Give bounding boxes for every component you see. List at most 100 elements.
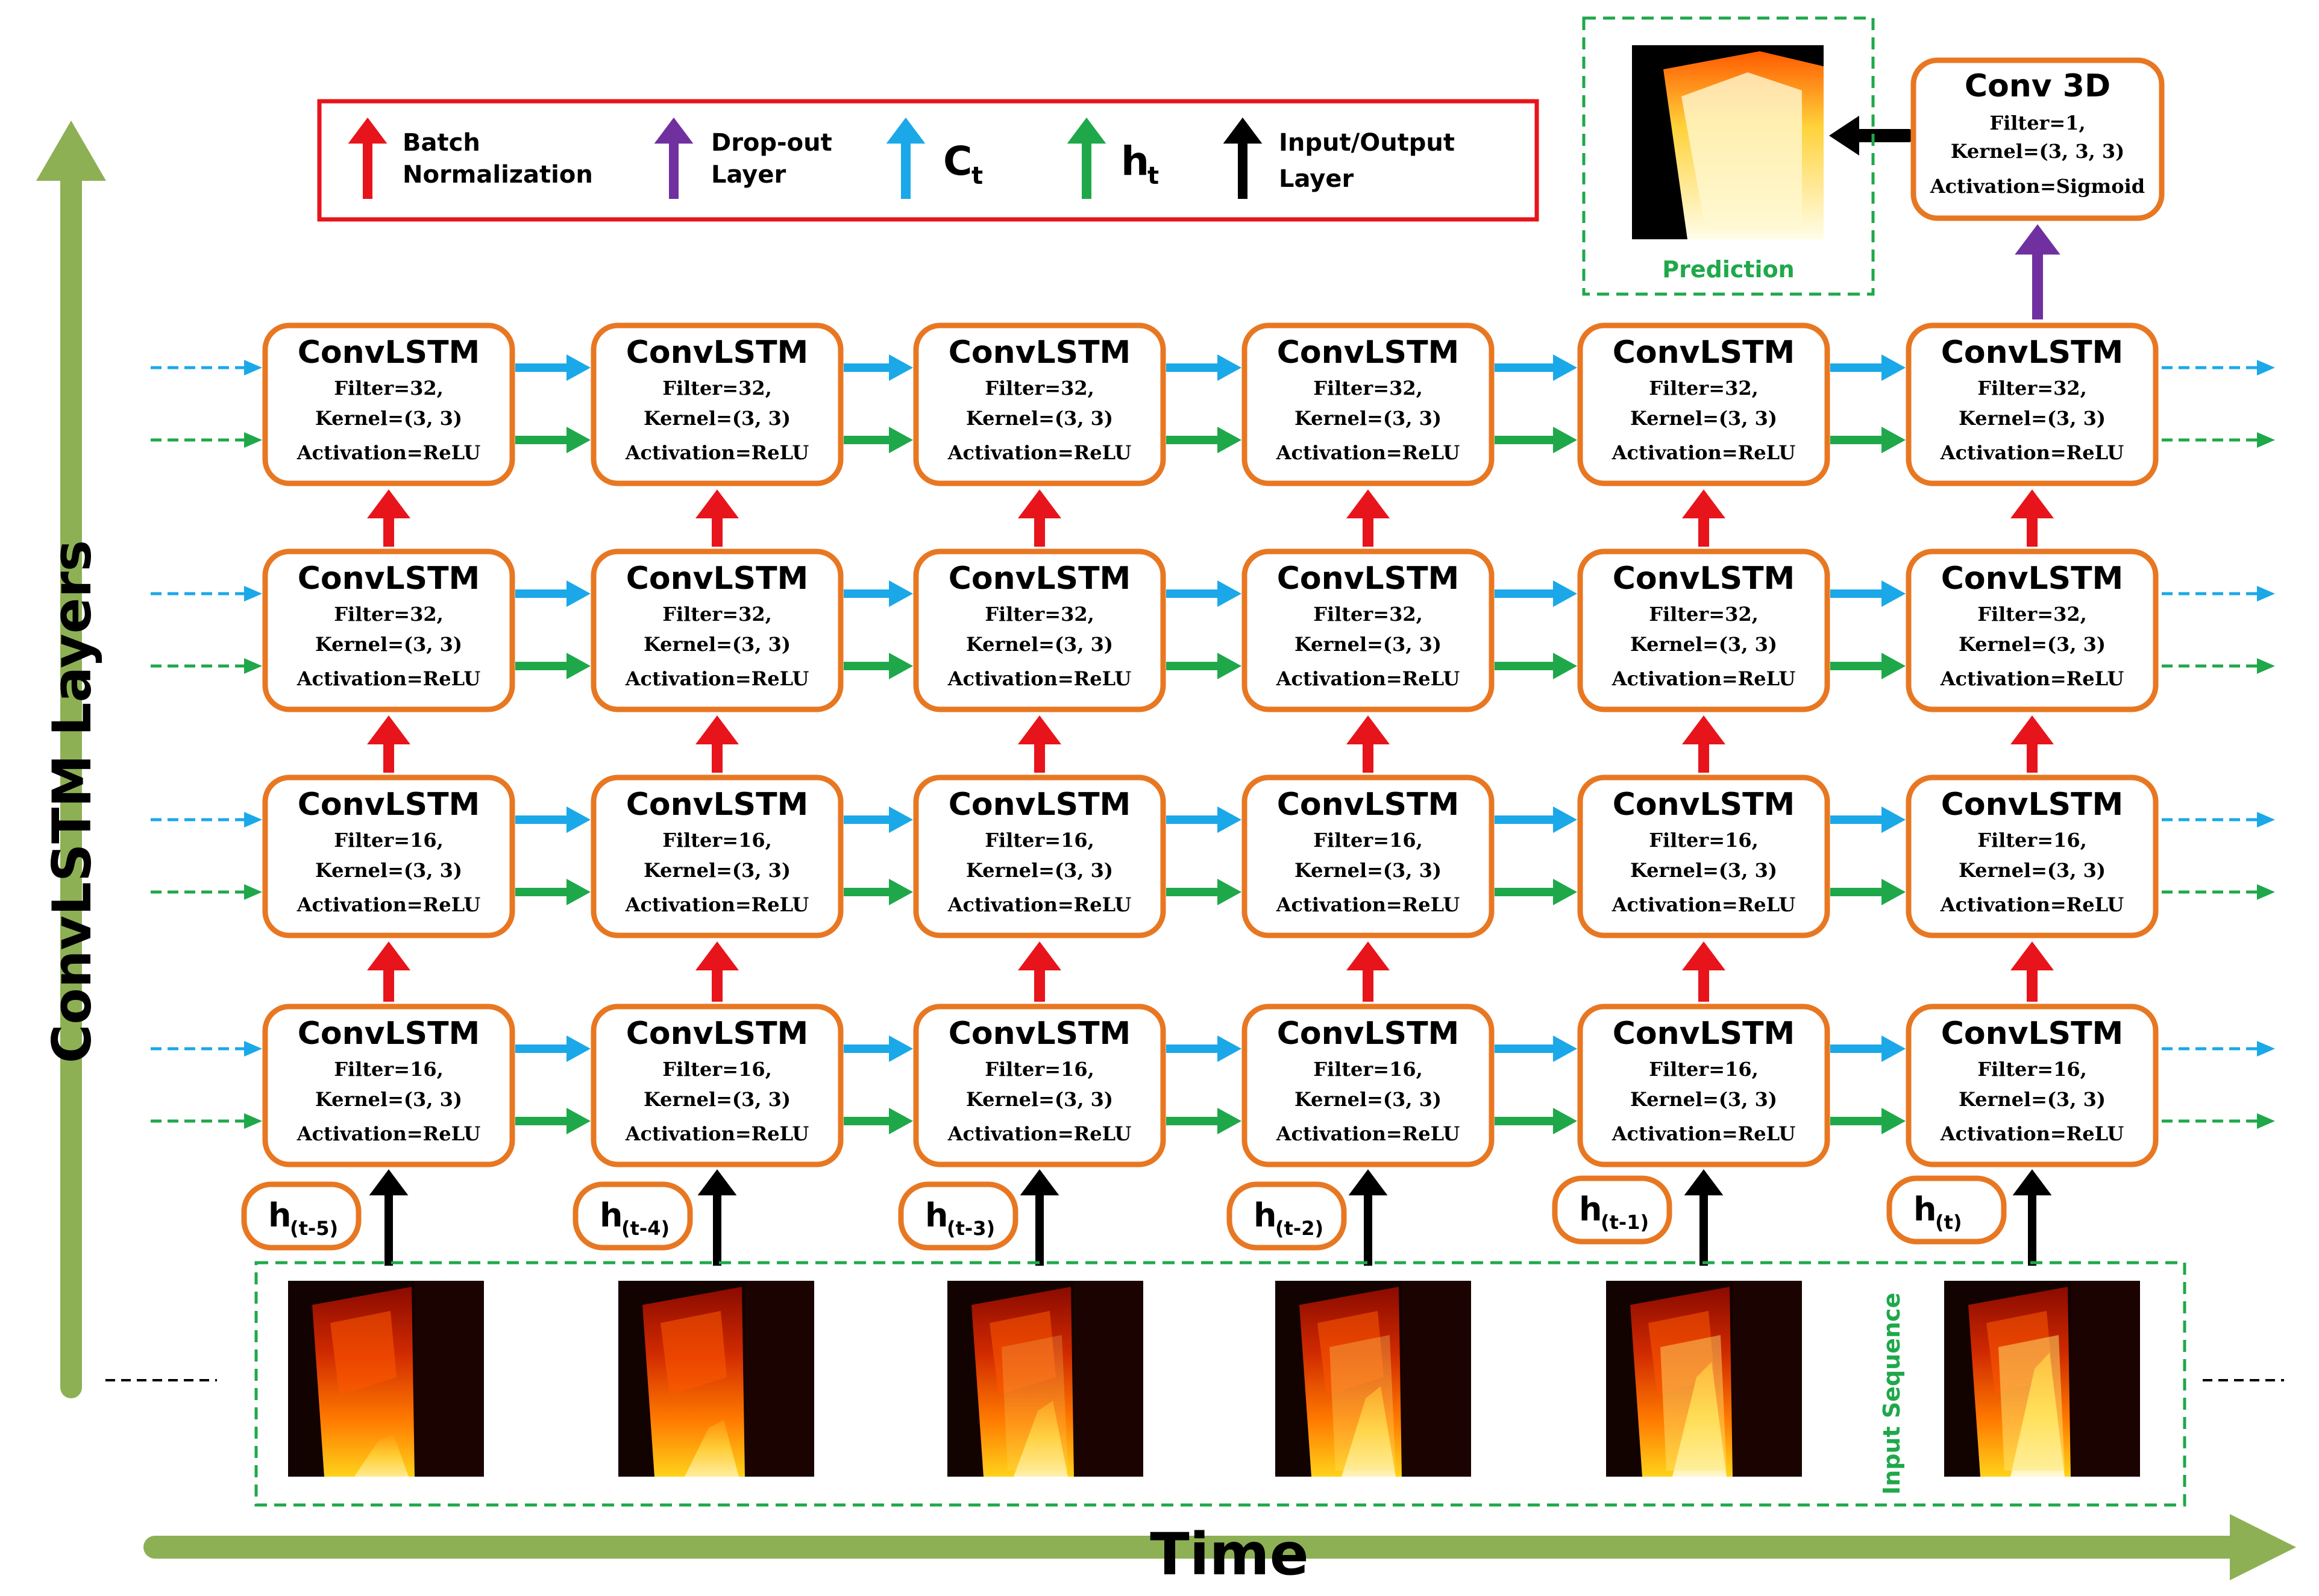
cell-filter: Filter=16, [1313, 829, 1423, 852]
cell-title: ConvLSTM [1613, 787, 1795, 823]
cell-title: ConvLSTM [1277, 1016, 1460, 1052]
batch-norm-arrow-layer0-step5 [2010, 941, 2054, 1002]
cell-kernel: Kernel=(3, 3) [1294, 859, 1442, 882]
cell-title: ConvLSTM [1277, 561, 1460, 597]
cell-filter: Filter=32, [1649, 377, 1759, 400]
h-arrow-layer3-step0 [515, 427, 591, 453]
legend-dropout-line2: Layer [711, 161, 786, 189]
timestep-subscript: (t-2) [1275, 1217, 1323, 1240]
cell-kernel: Kernel=(3, 3) [966, 1088, 1113, 1111]
timestep-label-2: h(t-3) [898, 1181, 1018, 1251]
conv3d-box [1910, 57, 2165, 221]
cell-kernel: Kernel=(3, 3) [1959, 633, 2106, 656]
cell-activation: Activation=ReLU [1611, 893, 1796, 916]
cell-activation: Activation=ReLU [1276, 667, 1460, 690]
c-arrow-layer3-step0 [515, 354, 591, 381]
cell-filter: Filter=32, [662, 603, 772, 626]
c-in-dashed-arrow-layer1 [151, 812, 262, 828]
batch-norm-arrow-layer0-step4 [1682, 941, 1725, 1002]
timestep-subscript: (t-4) [621, 1217, 670, 1240]
timestep-label-3: h(t-2) [1226, 1181, 1347, 1251]
cell-filter: Filter=16, [334, 1058, 444, 1081]
cell-kernel: Kernel=(3, 3) [1959, 1088, 2106, 1111]
timestep-subscript: (t) [1935, 1211, 1962, 1234]
cell-activation: Activation=ReLU [625, 1122, 809, 1145]
conv3d-kernel: Kernel=(3, 3, 3) [1951, 140, 2125, 163]
cell-filter: Filter=16, [1977, 829, 2087, 852]
timestep-h: h [925, 1196, 948, 1234]
cell-filter: Filter=32, [334, 603, 444, 626]
prediction-image [1632, 45, 1824, 239]
cell-filter: Filter=32, [334, 377, 444, 400]
h-arrow-layer2-step0 [515, 653, 591, 679]
h-in-dashed-arrow-layer0 [151, 1113, 262, 1129]
cell-activation: Activation=ReLU [1611, 1122, 1796, 1145]
cell-activation: Activation=ReLU [1611, 667, 1796, 690]
h-arrow-layer1-step2 [1166, 879, 1241, 905]
cell-kernel: Kernel=(3, 3) [644, 1088, 791, 1111]
cell-title: ConvLSTM [626, 335, 809, 371]
time-axis-label: Time [1150, 1521, 1309, 1588]
c-out-dashed-arrow-layer2 [2162, 586, 2275, 602]
cell-kernel: Kernel=(3, 3) [315, 633, 462, 656]
cell-title: ConvLSTM [1941, 1016, 2124, 1052]
c-in-dashed-arrow-layer2 [151, 586, 262, 602]
cell-kernel: Kernel=(3, 3) [1294, 1088, 1442, 1111]
input-frame-1 [618, 1281, 814, 1477]
cell-activation: Activation=ReLU [1940, 893, 2124, 916]
batch-norm-arrow-layer1-step5 [2010, 715, 2054, 773]
c-arrow-layer1-step3 [1495, 806, 1577, 833]
cell-activation: Activation=ReLU [1940, 441, 2124, 464]
c-arrow-layer1-step4 [1830, 806, 1906, 833]
cell-title: ConvLSTM [949, 1016, 1131, 1052]
layers-axis-arrow [36, 121, 106, 1398]
h-arrow-layer0-step3 [1495, 1108, 1577, 1134]
cell-activation: Activation=ReLU [1276, 1122, 1460, 1145]
timestep-h: h [600, 1196, 623, 1234]
cell-kernel: Kernel=(3, 3) [966, 407, 1113, 430]
batch-norm-arrow-layer0-step3 [1346, 941, 1390, 1002]
h-arrow-layer2-step1 [844, 653, 913, 679]
c-arrow-layer2-step0 [515, 580, 591, 607]
batch-norm-arrow-layer1-step3 [1346, 715, 1390, 773]
input-frame-3 [1275, 1281, 1471, 1477]
cell-kernel: Kernel=(3, 3) [1294, 633, 1442, 656]
flow-arrows [151, 116, 2275, 1266]
convlstm-grid: ConvLSTM Filter=16, Kernel=(3, 3) Activatio… [241, 322, 2159, 1251]
conv3d-activation: Activation=Sigmoid [1930, 175, 2145, 198]
cell-activation: Activation=ReLU [297, 441, 481, 464]
h-out-dashed-arrow-layer1 [2162, 884, 2275, 900]
cell-title: ConvLSTM [1613, 335, 1795, 371]
cell-activation: Activation=ReLU [625, 441, 809, 464]
cell-activation: Activation=ReLU [1611, 441, 1796, 464]
legend-h-symbol: h [1121, 138, 1149, 184]
c-arrow-layer0-step3 [1495, 1035, 1577, 1062]
h-arrow-layer3-step4 [1830, 427, 1906, 453]
c-arrow-layer1-step1 [844, 806, 913, 833]
cell-kernel: Kernel=(3, 3) [1959, 859, 2106, 882]
c-arrow-layer0-step2 [1166, 1035, 1241, 1062]
h-arrow-layer2-step4 [1830, 653, 1906, 679]
h-arrow-layer1-step1 [844, 879, 913, 905]
cell-activation: Activation=ReLU [625, 893, 809, 916]
legend-c-subscript: t [971, 162, 983, 190]
cell-filter: Filter=16, [985, 829, 1094, 852]
timestep-label-1: h(t-4) [573, 1181, 693, 1251]
c-arrow-layer3-step1 [844, 354, 913, 381]
c-in-dashed-arrow-layer0 [151, 1041, 262, 1057]
c-arrow-layer2-step1 [844, 580, 913, 607]
cell-kernel: Kernel=(3, 3) [644, 859, 791, 882]
batch-norm-arrow-layer0-step2 [1018, 941, 1061, 1002]
c-arrow-layer3-step4 [1830, 354, 1906, 381]
cell-kernel: Kernel=(3, 3) [966, 633, 1113, 656]
